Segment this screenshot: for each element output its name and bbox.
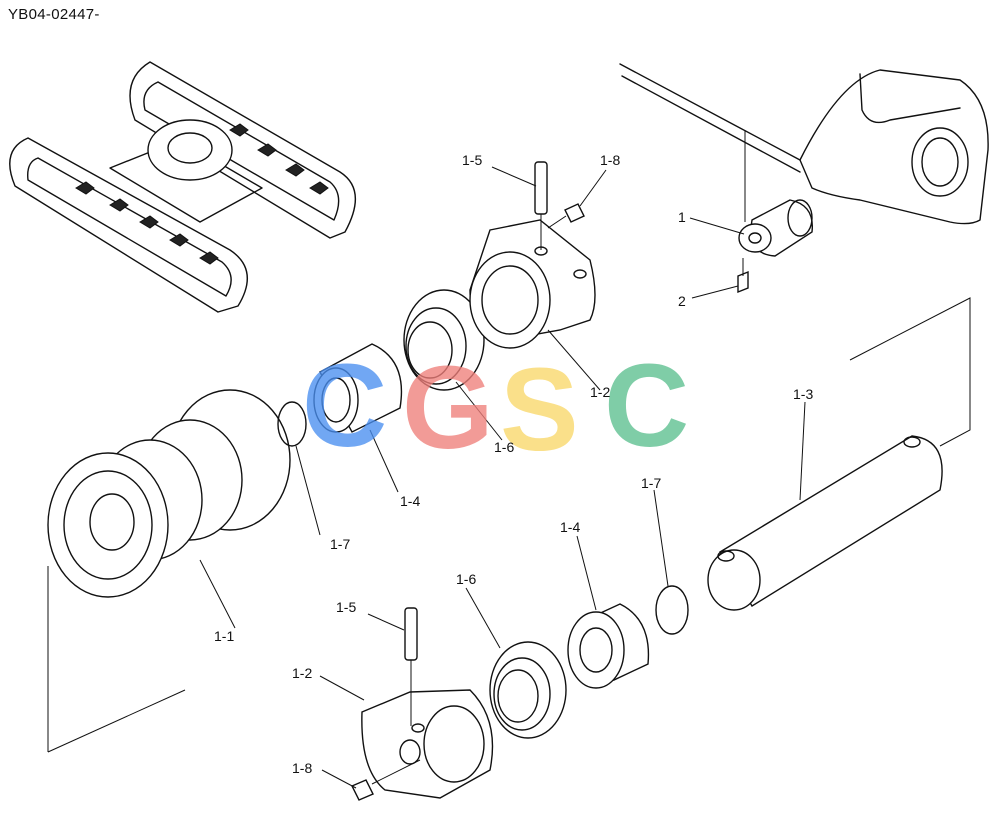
callout-1-7-lower: 1-7 — [641, 475, 661, 491]
mounted-roller — [737, 199, 814, 294]
seal-lower — [489, 641, 567, 739]
roller-1-1 — [47, 389, 291, 753]
bushing-lower — [567, 603, 650, 689]
callout-1-7-upper: 1-7 — [330, 536, 350, 552]
callout-labels: 1 2 1-1 1-2 1-2 1-3 1-4 1-4 1-5 1-5 1-6 … — [214, 152, 813, 776]
callout-1-8-lower: 1-8 — [292, 760, 312, 776]
plug-lower — [351, 759, 421, 801]
shaft — [707, 297, 971, 611]
callout-1-1: 1-1 — [214, 628, 234, 644]
pin-upper — [534, 161, 548, 250]
callout-1-2-lower: 1-2 — [292, 665, 312, 681]
watermark-letter-g: G — [402, 342, 494, 474]
callout-1-6-upper: 1-6 — [494, 439, 514, 455]
collar-upper — [469, 219, 596, 349]
seal-upper — [403, 289, 485, 391]
callout-1-4-lower: 1-4 — [560, 519, 580, 535]
bushing-upper — [313, 343, 403, 433]
callout-2: 2 — [678, 293, 686, 309]
watermark-letter-c2: C — [604, 340, 689, 472]
o-ring-lower — [655, 585, 689, 635]
leader-lines — [199, 166, 806, 789]
watermark: C G S C — [302, 340, 689, 476]
callout-1-5-upper: 1-5 — [462, 152, 482, 168]
watermark-letter-s: S — [500, 344, 579, 476]
plug-upper — [547, 203, 585, 229]
callout-1-5-lower: 1-5 — [336, 599, 356, 615]
pin-lower — [404, 607, 418, 726]
o-ring-upper — [277, 401, 307, 447]
callout-1-3: 1-3 — [793, 386, 813, 402]
callout-1-2-upper: 1-2 — [590, 384, 610, 400]
callout-1-6-lower: 1-6 — [456, 571, 476, 587]
collar-lower — [361, 689, 494, 799]
callout-1-4-upper: 1-4 — [400, 493, 420, 509]
callout-1-8-upper: 1-8 — [600, 152, 620, 168]
callout-1: 1 — [678, 209, 686, 225]
track-frame — [619, 63, 989, 225]
watermark-letter-c1: C — [302, 340, 387, 472]
document-code: YB04-02447- — [8, 6, 100, 23]
undercarriage-overview — [9, 61, 357, 313]
